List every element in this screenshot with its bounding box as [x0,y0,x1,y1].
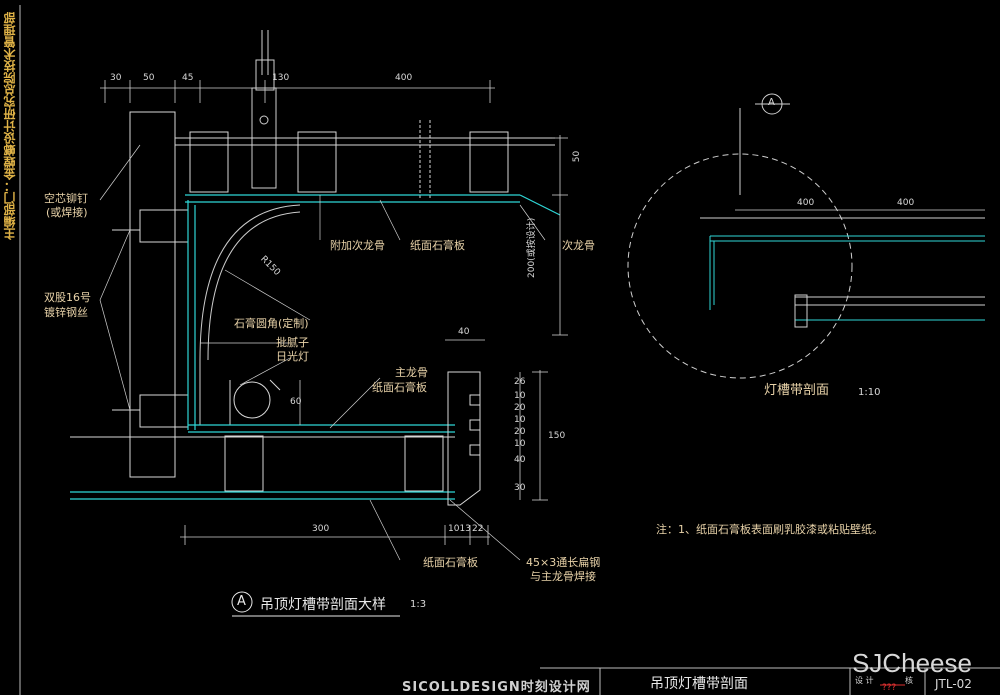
dim-top-400: 400 [395,73,413,83]
dim-top-30: 30 [110,73,122,83]
label-round-corner: 石膏圆角(定制) [234,317,309,330]
section-scale: 1:10 [858,387,881,398]
dim-bottom-300: 300 [312,524,330,534]
label-rivet-sub: (或焊接) [46,206,88,219]
note-text: 注：1、纸面石膏板表面刷乳胶漆或粘贴壁纸。 [656,523,883,536]
dim-top-50: 50 [143,73,155,83]
leader-lines [99,144,546,561]
dim-bottom-1013: 1013 [448,524,471,534]
label-gypsum-mid: 纸面石膏板 [372,381,427,394]
section-title: 灯槽带剖面 [764,383,830,398]
top-keel-band [175,120,555,200]
dim-bracket-26: 26 [514,377,526,387]
cove-curve [187,200,301,430]
section-dim-1: 400 [797,198,815,208]
left-wall-column [112,111,189,478]
label-secondary-keel: 次龙骨 [562,239,595,252]
detail-marker-letter: A [237,594,246,609]
label-putty: 批腻子 [276,336,309,349]
detail-title: 吊顶灯槽带剖面大样 [260,597,386,613]
label-gypsum-bottom: 纸面石膏板 [423,556,478,569]
label-extra-keel: 附加次龙骨 [330,239,385,252]
dim-right-50: 50 [572,150,583,163]
detail-marker [231,591,400,617]
right-dimension-line [519,135,568,501]
dim-forty: 40 [458,327,470,337]
check-label: 核 [905,676,913,685]
dim-right-200: 200(或按设计) [527,217,537,278]
dim-top-130: 130 [272,73,290,83]
drawing-code: JTL-02 [935,677,972,691]
hanger-rod [251,30,277,189]
trough-bottom [70,424,455,500]
dim-bracket-10c: 10 [514,439,526,449]
watermark-left: SICOLLDESIGN时刻设计网 [402,680,591,695]
section-marker-letter: A [768,97,775,108]
detail-circle [627,93,985,379]
dim-bracket-30: 30 [514,483,526,493]
label-wire-sub: 镀锌钢丝 [44,306,88,319]
label-flat-steel: 45×3通长扁钢 [526,556,601,569]
dim-top-45: 45 [182,73,194,83]
design-label: 设 计 [855,676,874,685]
dim-bottom-22: 22 [472,524,484,534]
dim-bracket-10a: 10 [514,391,526,401]
top-dimension-line [100,80,495,103]
wood-bracket [447,371,481,506]
label-flat-steel-sub: 与主龙骨焊接 [530,570,596,583]
label-rivet: 空芯铆钉 [44,192,88,205]
dim-sixty: 60 [290,397,302,407]
detail-scale: 1:3 [410,599,427,610]
dim-bracket-10b: 10 [514,415,526,425]
watermark-right: SJCheese [852,648,972,678]
section-dim-2: 400 [897,198,915,208]
dim-bracket-20b: 20 [514,427,526,437]
fluorescent-lamp [229,379,281,425]
bottom-dimension-line [180,339,490,545]
dim-bracket-150: 150 [548,431,566,441]
label-fluorescent: 日光灯 [276,350,309,363]
label-main-keel: 主龙骨 [395,366,428,379]
dim-bracket-20a: 20 [514,403,526,413]
drawing-title: 吊顶灯槽带剖面 [650,676,748,692]
dim-bracket-40: 40 [514,455,526,465]
label-wire: 双股16号 [44,291,91,304]
gypsum-board-top [185,194,561,216]
side-title: 主编部门：金螳螂设计研究总院技术管理部 [3,12,17,240]
mark-text: ??? [882,683,897,693]
drawing-frame [19,5,1000,695]
label-gypsum-top: 纸面石膏板 [410,239,465,252]
